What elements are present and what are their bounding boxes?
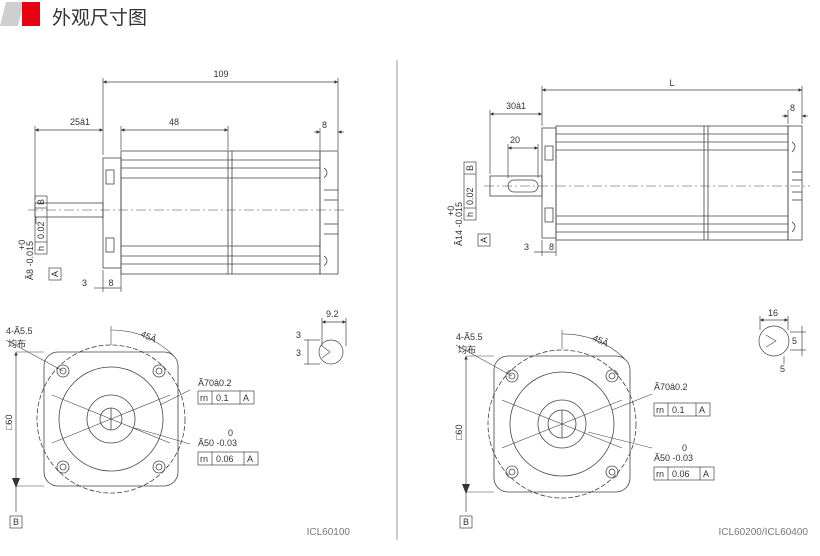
right-holes: 4-Ã5.5 <box>456 332 483 342</box>
left-holes: 4-Ã5.5 <box>6 326 33 336</box>
right-key-section <box>758 316 806 364</box>
right-datum-b-box <box>459 515 473 529</box>
svg-text:h: h <box>36 246 46 251</box>
header: 外观尺寸图 <box>0 0 820 30</box>
svg-text:0.06: 0.06 <box>216 454 234 464</box>
right-key-w: 16 <box>768 308 778 318</box>
left-side-view <box>28 150 345 275</box>
right-dim-total: L <box>669 78 674 88</box>
left-angle: 45Â <box>139 329 158 345</box>
left-pilot-plus: 0 <box>228 428 233 438</box>
svg-text:0.1: 0.1 <box>216 393 229 403</box>
left-datum-b: B <box>13 517 19 527</box>
left-dim-flange-b: 8 <box>108 278 113 288</box>
right-shaft-tolerance: +0 Ã14 -0.015 h 0.02 B A <box>446 161 491 247</box>
left-pcd-fcf: rn 0.1 A <box>197 390 255 405</box>
left-dim-shaft: 25â1 <box>70 117 90 127</box>
left-pcd: Ã70â0.2 <box>198 378 232 388</box>
right-pilot-plus: 0 <box>682 443 687 453</box>
right-model: ICL60200/ICL60400 <box>718 527 808 538</box>
right-flange-square <box>493 355 631 493</box>
right-dim-key: 20 <box>510 135 520 145</box>
svg-text:rn: rn <box>200 393 208 403</box>
svg-text:A: A <box>243 393 249 403</box>
svg-text:rn: rn <box>656 405 664 415</box>
svg-text:A: A <box>479 237 489 243</box>
left-end-cap <box>319 150 339 275</box>
left-flange-square <box>43 351 179 487</box>
svg-text:B: B <box>36 199 46 205</box>
right-dim-end: 8 <box>790 103 795 113</box>
svg-text:A: A <box>699 405 705 415</box>
red-flag-mark <box>22 2 40 26</box>
right-angle: 45Â <box>591 333 610 349</box>
right-square: □60 <box>454 425 464 440</box>
svg-text:Ã8 -0.015: Ã8 -0.015 <box>25 241 35 280</box>
left-key-h2: 3 <box>296 348 301 358</box>
svg-text:+0: +0 <box>446 206 456 216</box>
left-dim-body: 48 <box>169 117 179 127</box>
left-body <box>120 150 321 275</box>
page-title: 外观尺寸图 <box>52 7 148 29</box>
right-flange <box>541 127 557 239</box>
left-pilot-fcf: rn 0.06 A <box>197 451 259 466</box>
right-end-cap <box>787 125 803 241</box>
svg-text:A: A <box>247 454 253 464</box>
left-front-view <box>5 326 191 512</box>
svg-text:B: B <box>465 165 475 171</box>
svg-text:+0: +0 <box>17 240 27 250</box>
left-square: □60 <box>4 415 14 430</box>
left-shaft-tolerance: +0 Ã8 -0.015 h 0.02 B A <box>17 195 62 281</box>
svg-text:A: A <box>50 271 60 277</box>
left-datum-b-box <box>9 515 23 529</box>
header-logo-mark <box>0 2 40 26</box>
svg-text:0.06: 0.06 <box>672 469 690 479</box>
left-dim-total: 109 <box>213 69 228 79</box>
right-pilot: Ã50 -0.03 <box>654 453 693 463</box>
right-datum-b: B <box>463 517 469 527</box>
right-pcd: Ã70â0.2 <box>654 382 688 392</box>
svg-text:rn: rn <box>656 469 664 479</box>
right-holes-sub: 均布 <box>458 344 476 355</box>
svg-text:rn: rn <box>200 454 208 464</box>
right-front-view <box>455 330 653 512</box>
right-pcd-fcf: rn 0.1 A <box>653 402 711 417</box>
svg-text:0.02: 0.02 <box>465 187 475 205</box>
left-datum-arrow <box>12 478 20 488</box>
svg-text:0.02: 0.02 <box>36 221 46 239</box>
left-key-w: 9.2 <box>326 309 339 319</box>
left-holes-sub: 均布 <box>8 338 26 349</box>
right-side-view <box>484 125 810 241</box>
svg-text:A: A <box>703 469 709 479</box>
svg-text:h: h <box>465 212 475 217</box>
left-key-section <box>304 318 347 365</box>
right-datum-arrow <box>462 484 470 494</box>
svg-text:0.1: 0.1 <box>672 405 685 415</box>
gray-parallelogram <box>0 2 24 26</box>
right-pilot-fcf: rn 0.06 A <box>653 466 715 481</box>
left-dim-end: 8 <box>322 120 327 130</box>
left-key-h1: 3 <box>296 330 301 340</box>
left-dim-flange-a: 3 <box>82 278 87 288</box>
right-body <box>555 125 789 241</box>
left-model: ICL60100 <box>307 527 351 538</box>
right-dim-shaft: 30â1 <box>506 101 526 111</box>
svg-text:Ã14 -0.015: Ã14 -0.015 <box>454 202 464 246</box>
right-dim-flange-b: 8 <box>549 242 554 252</box>
right-key-h1: 5 <box>792 336 797 346</box>
left-pilot: Ã50 -0.03 <box>198 438 237 448</box>
right-key-h2: 5 <box>780 364 785 374</box>
right-dim-flange-a: 3 <box>524 242 529 252</box>
